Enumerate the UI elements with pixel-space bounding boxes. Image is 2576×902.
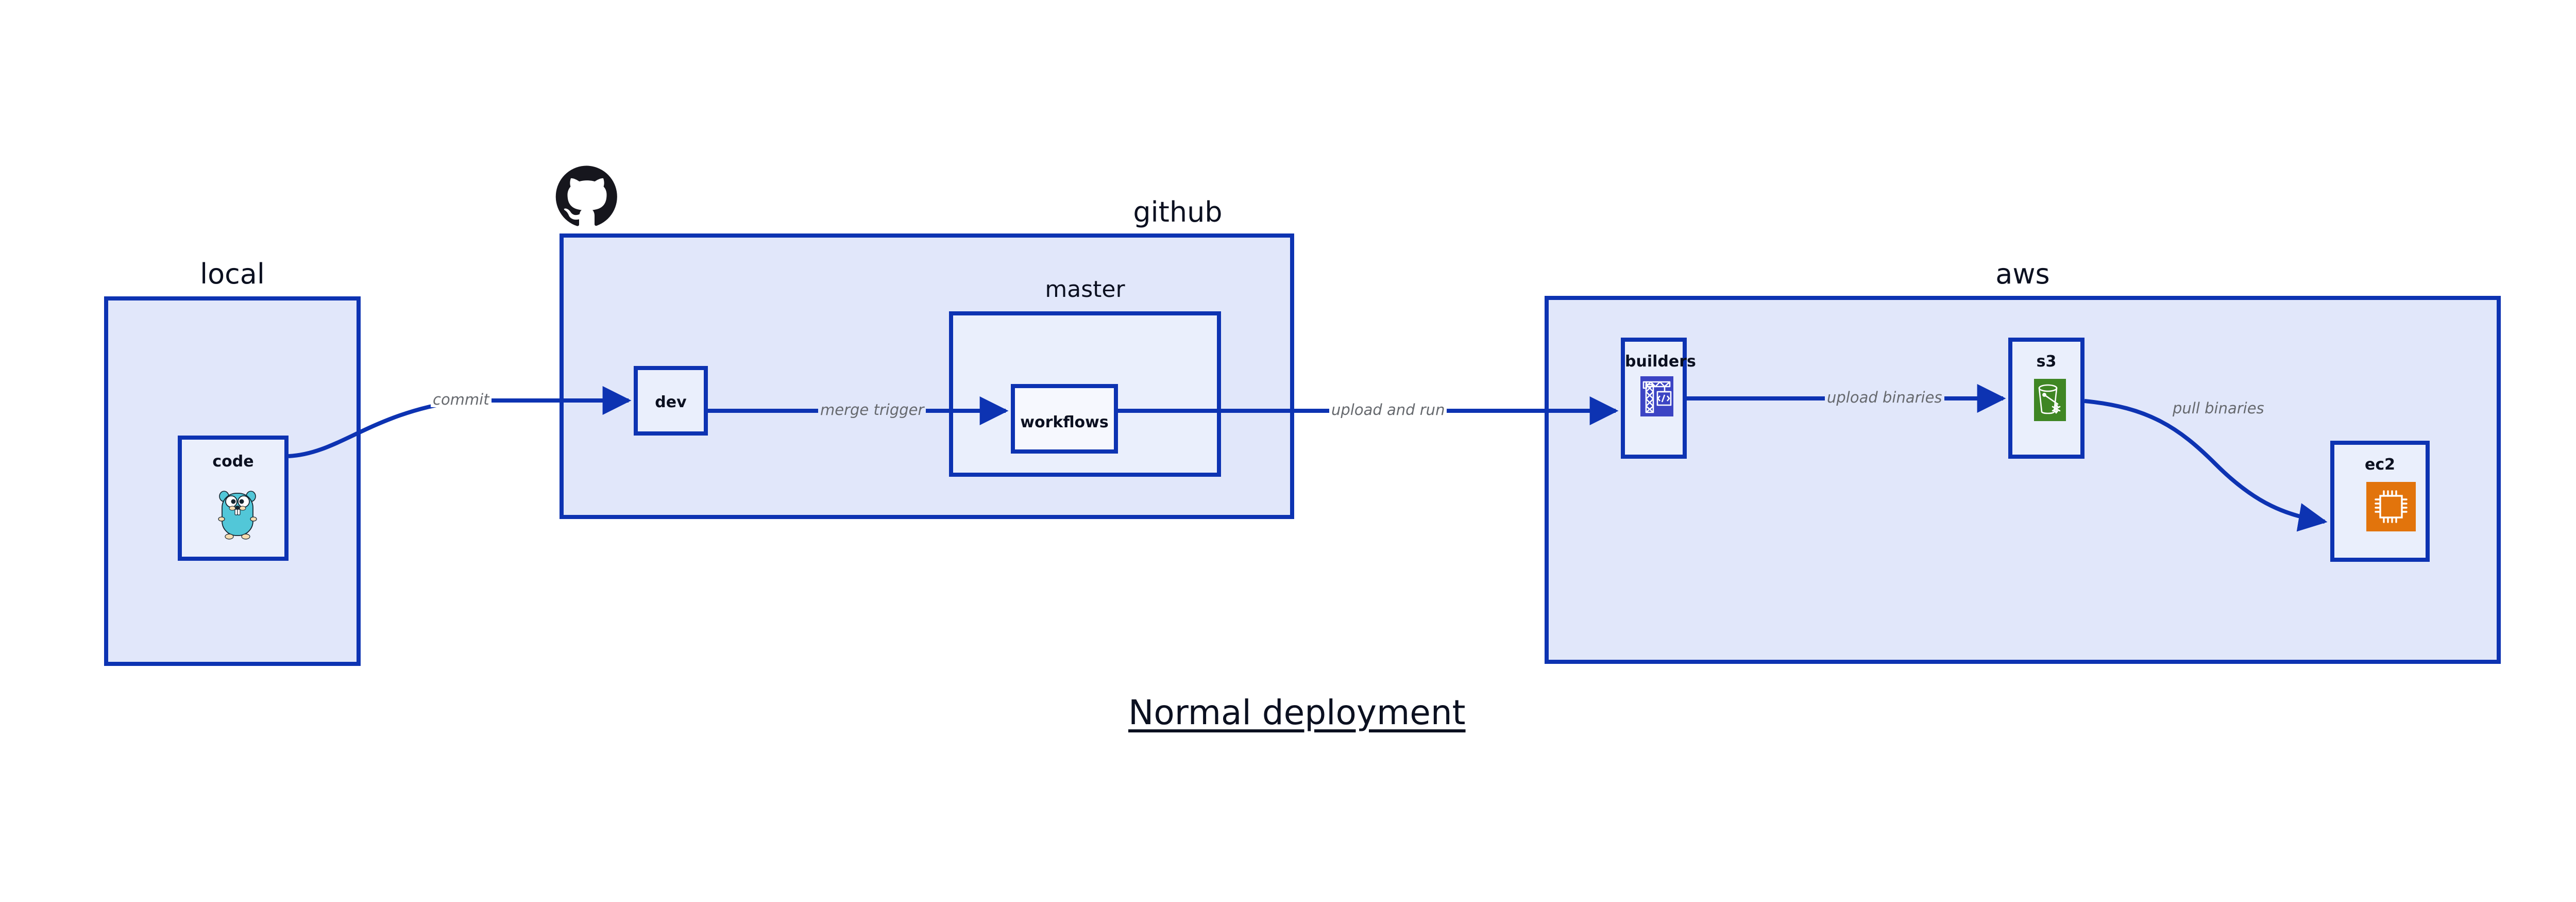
group-label-master: master [1045,276,1125,303]
group-label-aws: aws [1995,258,2050,290]
aws-ec2-chip-icon [2366,482,2416,531]
aws-s3-bucket-icon [2034,379,2066,421]
group-label-local: local [200,258,265,290]
edge-label-merge-trigger: merge trigger [818,403,926,417]
node-label-workflows: workflows [1020,413,1109,431]
node-code[interactable]: code [178,436,289,561]
node-builders[interactable]: builders [1621,338,1696,459]
node-label-ec2: ec2 [2364,456,2395,474]
aws-codebuild-crane-icon [1640,376,1673,416]
node-label-code: code [212,453,254,471]
group-label-github: github [1133,196,1223,228]
node-workflows[interactable]: workflows [1011,384,1118,454]
diagram-title: Normal deployment [1128,693,1466,732]
node-s3[interactable]: s3 [2008,338,2084,459]
node-label-s3: s3 [2036,353,2057,371]
node-label-dev: dev [655,393,687,411]
golang-gopher-icon [218,491,257,540]
edge-label-upload-and-run: upload and run [1329,403,1447,417]
node-dev[interactable]: dev [634,366,708,436]
github-logo-icon [555,165,617,226]
node-label-builders: builders [1625,353,1696,371]
edge-label-upload-binaries: upload binaries [1825,390,1944,405]
edge-label-commit: commit [431,392,492,407]
node-ec2[interactable]: ec2 [2330,441,2430,562]
edge-label-pull-binaries: pull binaries [2173,399,2264,417]
